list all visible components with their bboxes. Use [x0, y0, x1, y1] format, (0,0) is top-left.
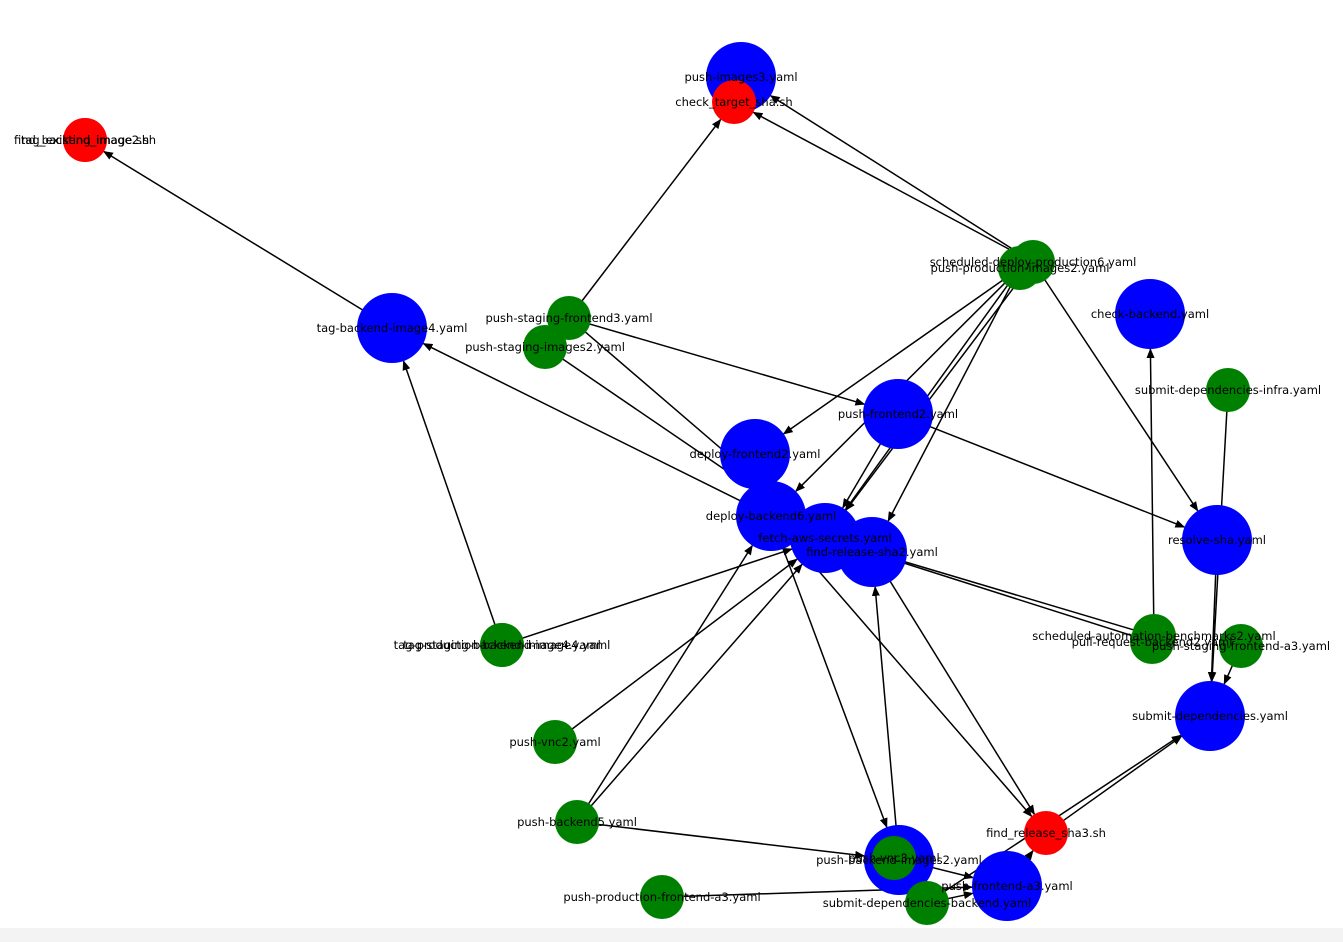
edge-scheduled-deploy-production6-yaml-to-fetch-aws-secrets-yaml	[845, 272, 1026, 511]
node-deploy-backend6-yaml	[736, 481, 806, 551]
node-label-push-production-frontend-a3-yaml: push-production-frontend-a3.yaml	[563, 890, 760, 904]
node-label-push-vnc3-yaml: push-vnc3.yaml	[848, 851, 939, 865]
node-label-submit-dependencies-backend-yaml: submit-dependencies-backend.yaml	[823, 896, 1032, 910]
edge-push-backend5-yaml-to-fetch-aws-secrets-yaml	[585, 563, 803, 813]
node-label-push-staging-images2-yaml: push-staging-images2.yaml	[465, 340, 625, 354]
edge-push-frontend2-yaml-to-fetch-aws-secrets-yaml	[842, 431, 888, 509]
node-label-fetch-aws-secrets-yaml: fetch-aws-secrets.yaml	[758, 531, 891, 545]
node-label-push-frontend-a3-yaml: push-frontend-a3.yaml	[941, 879, 1072, 893]
edge-deploy-backend6-yaml-to-push-backend-images2-yaml	[777, 535, 888, 829]
node-label-push-frontend2-yaml: push-frontend2.yaml	[838, 407, 958, 421]
edge-push-staging-frontend3-yaml-to-check-target-sha-sh	[576, 118, 722, 308]
edge-tag-staging-backend-image4-yaml-to-tag-backend-image4-yaml	[402, 360, 499, 633]
edge-push-production-images2-yaml-to-deploy-frontend2-yaml	[782, 274, 1010, 435]
node-check-backend-yaml	[1115, 279, 1185, 349]
node-label-resolve-sha-yaml: resolve-sha.yaml	[1168, 533, 1266, 547]
node-push-staging-frontend-a3-yaml	[1219, 624, 1263, 668]
node-label-submit-dependencies-yaml: submit-dependencies.yaml	[1132, 709, 1288, 723]
node-label-tag-existing-image-sh: tag_existing_image.sh	[21, 133, 149, 147]
edge-scheduled-deploy-production6-yaml-to-resolve-sha-yaml	[1039, 272, 1199, 512]
node-label-push-staging-frontend3-yaml: push-staging-frontend3.yaml	[485, 311, 652, 325]
edges-layer	[102, 95, 1237, 902]
node-find-release-sha2-yaml	[837, 517, 907, 587]
node-label-push-vnc2-yaml: push-vnc2.yaml	[509, 735, 600, 749]
edge-scheduled-automation-benchmarks2-yaml-to-check-backend-yaml	[1146, 348, 1155, 623]
node-push-staging-images2-yaml	[523, 325, 567, 369]
node-label-push-backend5-yaml: push-backend5.yaml	[517, 815, 637, 829]
edge-push-staging-frontend3-yaml-to-push-frontend2-yaml	[581, 320, 866, 406]
node-find-backend-image2-sh	[63, 118, 107, 162]
node-label-scheduled-deploy-production6-yaml: scheduled-deploy-production6.yaml	[930, 255, 1137, 269]
node-check-target-sha-sh	[712, 80, 756, 124]
nodes-layer	[63, 42, 1263, 925]
edge-deploy-backend6-yaml-to-tag-backend-image4-yaml	[422, 342, 753, 508]
labels-layer: tag_existing_image.shfind_backend_image2…	[14, 70, 1330, 910]
edge-resolve-sha-yaml-to-submit-dependencies-yaml	[1207, 560, 1217, 682]
node-label-deploy-backend6-yaml: deploy-backend6.yaml	[706, 509, 836, 523]
node-label-pull-request-backend2-yaml: pull-request-backend2.yaml	[1072, 635, 1233, 649]
node-label-find-release-sha2-yaml: find-release-sha2.yaml	[806, 545, 938, 559]
node-label-push-backend-images2-yaml: push-backend-images2.yaml	[816, 853, 982, 867]
edge-tag-production-backend-image4-yaml-to-fetch-aws-secrets-yaml	[514, 548, 793, 642]
node-push-production-frontend-a3-yaml	[640, 875, 684, 919]
edge-push-vnc2-yaml-to-fetch-aws-secrets-yaml	[565, 558, 798, 735]
node-tag-backend-image4-yaml	[357, 293, 427, 363]
node-label-tag-backend-image4-yaml: tag-backend-image4.yaml	[317, 321, 468, 335]
node-label-check-target-sha-sh: check_target_sha.sh	[675, 95, 792, 109]
node-pull-request-backend2-yaml	[1130, 620, 1174, 664]
node-push-vnc2-yaml	[533, 720, 577, 764]
node-label-push-staging-frontend-a3-yaml: push-staging-frontend-a3.yaml	[1152, 639, 1330, 653]
node-label-submit-dependencies-infra-yaml: submit-dependencies-infra.yaml	[1135, 383, 1321, 397]
edge-push-backend5-yaml-to-deploy-backend6-yaml	[583, 544, 753, 812]
node-label-find-release-sha3-sh: find_release_sha3.sh	[986, 826, 1106, 840]
node-label-tag-staging-backend-image4-yaml: tag-staging-backend-image4.yaml	[403, 638, 601, 652]
node-submit-dependencies-yaml	[1175, 681, 1245, 751]
edge-push-frontend2-yaml-to-resolve-sha-yaml	[917, 421, 1186, 528]
node-label-push-images3-yaml: push-images3.yaml	[684, 70, 797, 84]
node-push-staging-frontend3-yaml	[547, 296, 591, 340]
node-push-frontend2-yaml	[863, 379, 933, 449]
edge-push-production-images2-yaml-to-fetch-aws-secrets-yaml	[844, 278, 1013, 511]
edge-deploy-backend6-yaml-to-find-release-sha3-sh	[784, 531, 1033, 818]
edge-push-production-images2-yaml-to-find-release-sha2-yaml	[887, 279, 1015, 522]
edge-push-backend5-yaml-to-push-backend-images2-yaml	[590, 822, 866, 859]
node-label-deploy-frontend2-yaml: deploy-frontend2.yaml	[690, 447, 821, 461]
node-find-release-sha3-sh	[1024, 811, 1068, 855]
node-push-frontend-a3-yaml	[972, 851, 1042, 921]
edge-scheduled-deploy-production6-yaml-to-check-target-sha-sh	[752, 111, 1022, 257]
node-push-backend5-yaml	[555, 800, 599, 844]
node-push-vnc3-yaml	[872, 836, 916, 880]
edge-push-backend-images2-yaml-to-find-release-sha2-yaml	[871, 585, 898, 840]
edge-submit-dependencies-backend-yaml-to-submit-dependencies-yaml	[937, 734, 1182, 897]
edge-scheduled-deploy-production6-yaml-to-push-images3-yaml	[769, 95, 1023, 256]
node-tag-staging-backend-image4-yaml	[480, 623, 524, 667]
edge-scheduled-automation-benchmarks2-yaml-to-fetch-aws-secrets-yaml	[857, 546, 1142, 633]
node-resolve-sha-yaml	[1182, 505, 1252, 575]
bottom-strip	[0, 928, 1343, 942]
node-submit-dependencies-infra-yaml	[1206, 368, 1250, 412]
edge-pull-request-backend2-yaml-to-fetch-aws-secrets-yaml	[857, 547, 1140, 639]
node-label-find-backend-image2-sh: find_backend_image2.sh	[14, 133, 156, 147]
edge-tag-backend-image4-yaml-to-find-backend-image2-sh	[102, 150, 375, 318]
node-push-production-images2-yaml	[998, 246, 1042, 290]
node-label-tag-production-backend-image4-yaml: tag-production-backend-image4.yaml	[394, 638, 611, 652]
node-label-scheduled-automation-benchmarks2-yaml: scheduled-automation-benchmarks2.yaml	[1032, 629, 1275, 643]
node-deploy-frontend2-yaml	[720, 419, 790, 489]
node-label-check-backend-yaml: check-backend.yaml	[1091, 307, 1209, 321]
node-submit-dependencies-backend-yaml	[905, 881, 949, 925]
edge-find-release-sha2-yaml-to-find-release-sha3-sh	[882, 569, 1036, 816]
node-label-push-production-images2-yaml: push-production-images2.yaml	[931, 261, 1110, 275]
edge-find-release-sha3-sh-to-submit-dependencies-yaml	[1056, 735, 1183, 826]
